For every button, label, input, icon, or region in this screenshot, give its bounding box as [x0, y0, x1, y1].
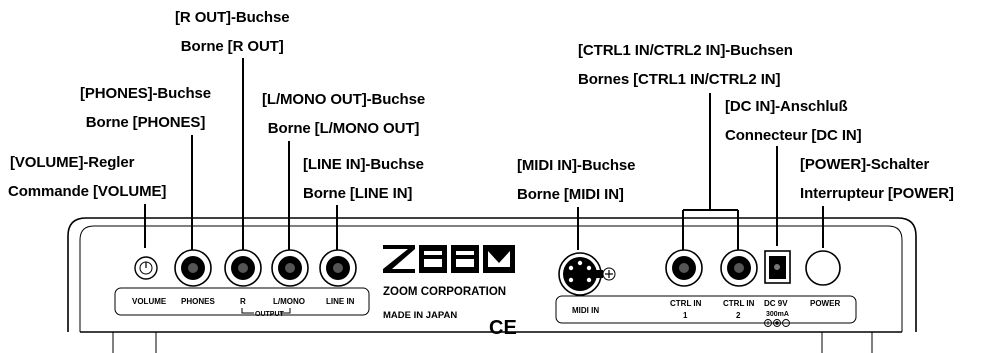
label-volume: VOLUME	[132, 297, 167, 306]
callout-volume: [VOLUME]-Regler Commande [VOLUME]	[8, 153, 167, 201]
callout-r-out-fr: Borne [R OUT]	[180, 38, 284, 55]
line-in-jack	[319, 249, 357, 287]
callout-volume-de: [VOLUME]-Regler	[10, 154, 135, 171]
callout-dc-in: [DC IN]-Anschluß Connecteur [DC IN]	[725, 97, 862, 145]
output-bracket	[241, 308, 291, 314]
ce-mark: CE	[489, 317, 517, 339]
callout-dc-in-fr: Connecteur [DC IN]	[725, 127, 862, 144]
label-dc: DC 9V	[764, 299, 788, 308]
callout-power-fr: Interrupteur [POWER]	[800, 185, 954, 202]
l-mono-out-jack	[271, 249, 309, 287]
callout-r-out: [R OUT]-Buchse Borne [R OUT]	[175, 8, 290, 56]
callout-ctrl-in-de: [CTRL1 IN/CTRL2 IN]-Buchsen	[578, 42, 793, 59]
volume-knob	[134, 256, 158, 280]
panel-body	[67, 217, 917, 353]
ctrl-in-2-jack	[720, 249, 758, 287]
label-r: R	[240, 297, 246, 306]
label-output: OUTPUT	[255, 311, 285, 318]
callout-midi-in-fr: Borne [MIDI IN]	[517, 186, 624, 203]
callout-r-out-de: [R OUT]-Buchse	[175, 9, 290, 26]
callout-ctrl-in-fr: Bornes [CTRL1 IN/CTRL2 IN]	[578, 71, 781, 88]
callout-midi-in-de: [MIDI IN]-Buchse	[517, 157, 636, 174]
leader-lines	[144, 58, 824, 250]
label-ctrl-in-1-num: 1	[683, 311, 688, 320]
dc-in-connector	[764, 250, 791, 284]
callout-l-mono-out-fr: Borne [L/MONO OUT]	[267, 120, 420, 137]
label-midi-in: MIDI IN	[572, 306, 599, 315]
midi-in-connector	[558, 252, 616, 296]
label-ctrl-in-2-num: 2	[736, 311, 741, 320]
label-ctrl-in-2: CTRL IN	[723, 299, 755, 308]
callout-power-de: [POWER]-Schalter	[800, 156, 930, 173]
callout-l-mono-out: [L/MONO OUT]-Buchse Borne [L/MONO OUT]	[262, 90, 425, 138]
callout-ctrl-in: [CTRL1 IN/CTRL2 IN]-Buchsen Bornes [CTRL…	[578, 41, 793, 89]
polarity-icon	[764, 319, 790, 327]
callout-midi-in: [MIDI IN]-Buchse Borne [MIDI IN]	[517, 156, 636, 204]
zoom-logo	[383, 245, 515, 273]
r-out-jack	[224, 249, 262, 287]
company-name: ZOOM CORPORATION	[383, 286, 506, 298]
callout-l-mono-out-de: [L/MONO OUT]-Buchse	[262, 91, 426, 108]
callout-volume-fr: Commande [VOLUME]	[8, 183, 167, 200]
made-in-label: MADE IN JAPAN	[383, 310, 457, 321]
phones-jack	[174, 249, 212, 287]
callout-phones: [PHONES]-Buchse Borne [PHONES]	[80, 84, 211, 132]
callout-line-in-de: [LINE IN]-Buchse	[303, 156, 424, 173]
power-switch	[805, 250, 841, 286]
callout-line-in: [LINE IN]-Buchse Borne [LINE IN]	[303, 155, 424, 203]
label-ctrl-in-1: CTRL IN	[670, 299, 702, 308]
ctrl-in-1-jack	[665, 249, 703, 287]
callout-line-in-fr: Borne [LINE IN]	[303, 185, 413, 202]
label-l-mono: L/MONO	[273, 297, 305, 306]
callout-dc-in-de: [DC IN]-Anschluß	[725, 98, 848, 115]
label-dc-ma: 300mA	[766, 311, 789, 318]
callout-power: [POWER]-Schalter Interrupteur [POWER]	[800, 155, 954, 203]
label-line-in: LINE IN	[326, 297, 355, 306]
label-power: POWER	[810, 299, 840, 308]
callout-phones-fr: Borne [PHONES]	[85, 114, 206, 131]
label-phones: PHONES	[181, 297, 215, 306]
callout-phones-de: [PHONES]-Buchse	[80, 85, 212, 102]
